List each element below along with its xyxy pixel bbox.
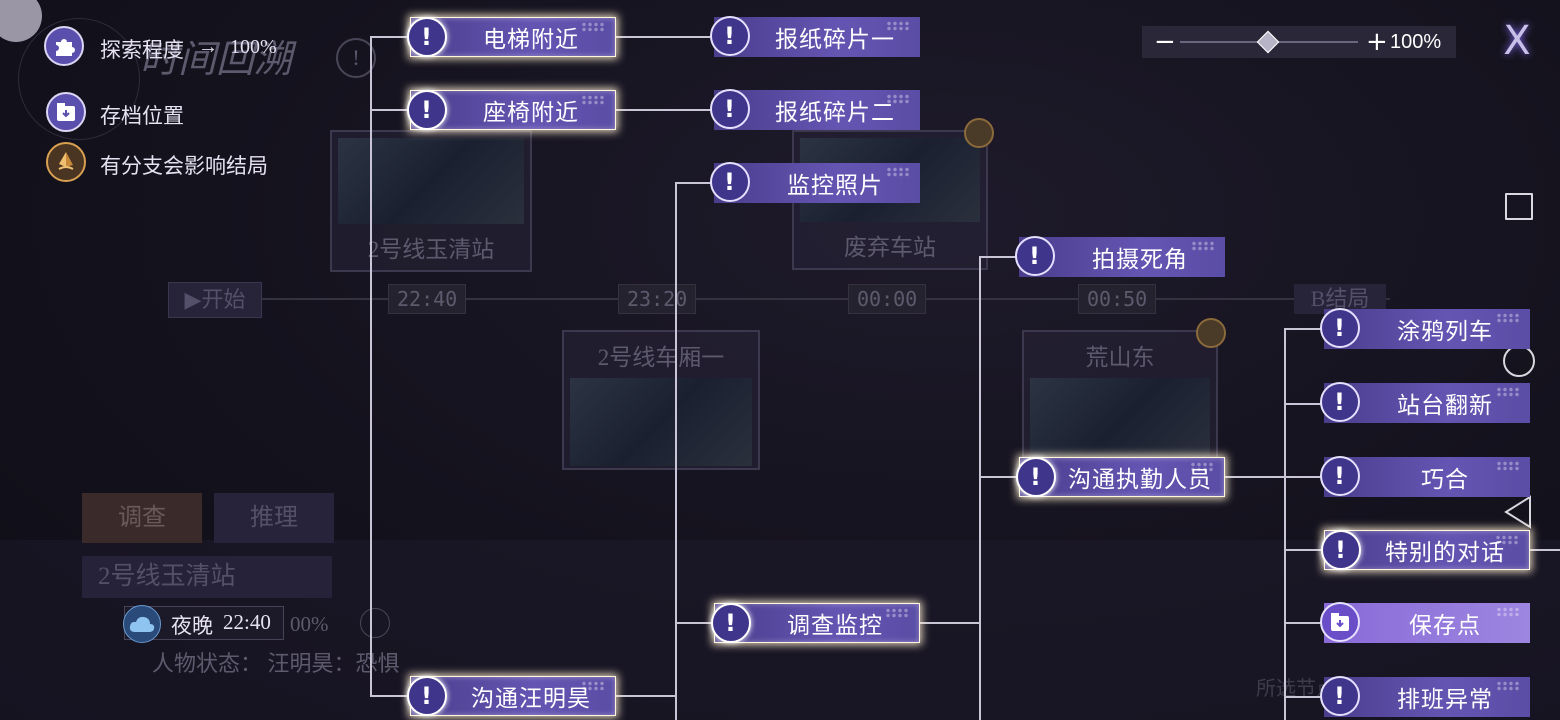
- connector-line: [1284, 549, 1324, 551]
- zoom-out-button[interactable]: −: [1154, 27, 1176, 57]
- character-status: 人物状态： 汪明昊：恐惧: [152, 651, 400, 676]
- time-chip: 00:50: [1078, 284, 1157, 314]
- connector-line: [616, 695, 676, 697]
- node-talk-staff[interactable]: ! 沟通执勤人员: [1016, 457, 1225, 497]
- location-label: 2号线玉清站: [82, 556, 332, 598]
- alert-icon: !: [710, 89, 750, 129]
- connector-line: [1530, 549, 1560, 551]
- connector-line: [370, 109, 410, 111]
- node-special-talk[interactable]: ! 特别的对话: [1321, 530, 1530, 570]
- timeline-line: [170, 298, 1390, 300]
- node-save-point[interactable]: 保存点: [1320, 602, 1530, 643]
- time-of-day-panel: 夜晚 22:40: [123, 605, 284, 643]
- branch-icon: [1196, 318, 1226, 348]
- ending-chip: B结局: [1294, 284, 1386, 314]
- node-seat[interactable]: ! 座椅附近: [407, 90, 616, 130]
- node-blind-spot[interactable]: ! 拍摄死角: [1015, 236, 1225, 277]
- node-investigate-cam[interactable]: ! 调查监控: [711, 603, 920, 643]
- time-chip: 00:00: [848, 284, 927, 314]
- connector-line: [1284, 328, 1286, 720]
- node-paper-2[interactable]: ! 报纸碎片二: [710, 89, 920, 130]
- time-chip: 23:20: [618, 284, 697, 314]
- close-button[interactable]: X: [1503, 18, 1531, 64]
- connector-line: [979, 256, 1019, 258]
- connector-line: [675, 182, 715, 184]
- connector-line: [1284, 476, 1324, 478]
- start-button: ▶开始: [168, 282, 262, 318]
- exploration-value: 100%: [230, 36, 277, 58]
- alert-icon: !: [1320, 456, 1360, 496]
- zoom-control: − + 100%: [1142, 26, 1456, 58]
- connector-line: [370, 36, 372, 696]
- connector-line: [1225, 476, 1285, 478]
- scene-thumbnail: [338, 138, 524, 224]
- connector-line: [1284, 403, 1324, 405]
- connector-line: [1284, 696, 1324, 698]
- alert-icon: !: [407, 17, 447, 57]
- connector-line: [979, 476, 1019, 478]
- back-button[interactable]: [1503, 495, 1533, 529]
- background-info-icon: !: [336, 38, 376, 78]
- node-paper-1[interactable]: ! 报纸碎片一: [710, 16, 920, 57]
- connector-line: [370, 36, 410, 38]
- connector-line: [675, 622, 715, 624]
- time-chip: 22:40: [388, 284, 467, 314]
- branch-legend-label: 有分支会影响结局: [100, 154, 268, 178]
- alert-icon: !: [1015, 236, 1055, 276]
- exploration-label: 探索程度: [100, 38, 184, 62]
- alert-icon: !: [710, 162, 750, 202]
- background-title: 时间回溯: [140, 39, 293, 81]
- connector-line: [979, 256, 981, 720]
- alert-icon: !: [1320, 676, 1360, 716]
- scene-card: 2号线车厢一: [562, 330, 760, 470]
- play-icon: ▶: [184, 287, 202, 312]
- alert-icon: !: [407, 90, 447, 130]
- connector-line: [370, 695, 410, 697]
- alert-icon: !: [710, 16, 750, 56]
- tab-reasoning: 推理: [214, 493, 334, 543]
- connector-line: [616, 36, 714, 38]
- scene-card: 2号线玉清站: [330, 130, 532, 272]
- node-graffiti-train[interactable]: ! 涂鸦列车: [1320, 308, 1530, 349]
- zoom-slider-handle[interactable]: [1256, 30, 1280, 54]
- alert-icon: !: [1320, 308, 1360, 348]
- alert-icon: !: [1321, 530, 1361, 570]
- save-legend-label: 存档位置: [100, 104, 184, 128]
- scene-thumbnail: [570, 378, 752, 466]
- connector-line: [1284, 622, 1324, 624]
- connector-line: [616, 109, 714, 111]
- save-icon: [1320, 602, 1360, 642]
- puzzle-icon: [44, 26, 84, 66]
- connector-line: [920, 622, 980, 624]
- cloud-icon: [123, 605, 161, 643]
- save-icon: [46, 92, 86, 132]
- connector-line: [1284, 328, 1324, 330]
- node-platform-renovation[interactable]: ! 站台翻新: [1320, 382, 1530, 423]
- scene-card: 废弃车站: [792, 130, 988, 270]
- home-button[interactable]: [1503, 345, 1535, 377]
- connector-line: [675, 182, 677, 720]
- branch-icon: [46, 142, 86, 182]
- zoom-in-button[interactable]: +: [1366, 27, 1388, 57]
- node-elevator[interactable]: ! 电梯附近: [407, 17, 616, 57]
- tab-investigate: 调查: [82, 493, 202, 543]
- scene-card: 荒山东: [1022, 330, 1218, 470]
- node-photo[interactable]: ! 监控照片: [710, 162, 920, 203]
- alert-icon: !: [407, 676, 447, 716]
- node-coincidence[interactable]: ! 巧合: [1320, 456, 1530, 497]
- node-schedule-anomaly[interactable]: ! 排班异常: [1320, 676, 1530, 717]
- alert-icon: !: [1320, 382, 1360, 422]
- clock-dial: [18, 18, 140, 140]
- scene-thumbnail: [1030, 378, 1210, 466]
- branch-icon: [964, 118, 994, 148]
- node-talk-wang[interactable]: ! 沟通汪明昊: [407, 676, 616, 716]
- alert-icon: !: [1016, 457, 1056, 497]
- zoom-value: 100%: [1390, 31, 1442, 53]
- footer-hint: 所选节点: [1256, 678, 1336, 700]
- recent-apps-button[interactable]: [1505, 193, 1533, 220]
- alert-icon: !: [711, 603, 751, 643]
- save-small-icon: [360, 608, 390, 638]
